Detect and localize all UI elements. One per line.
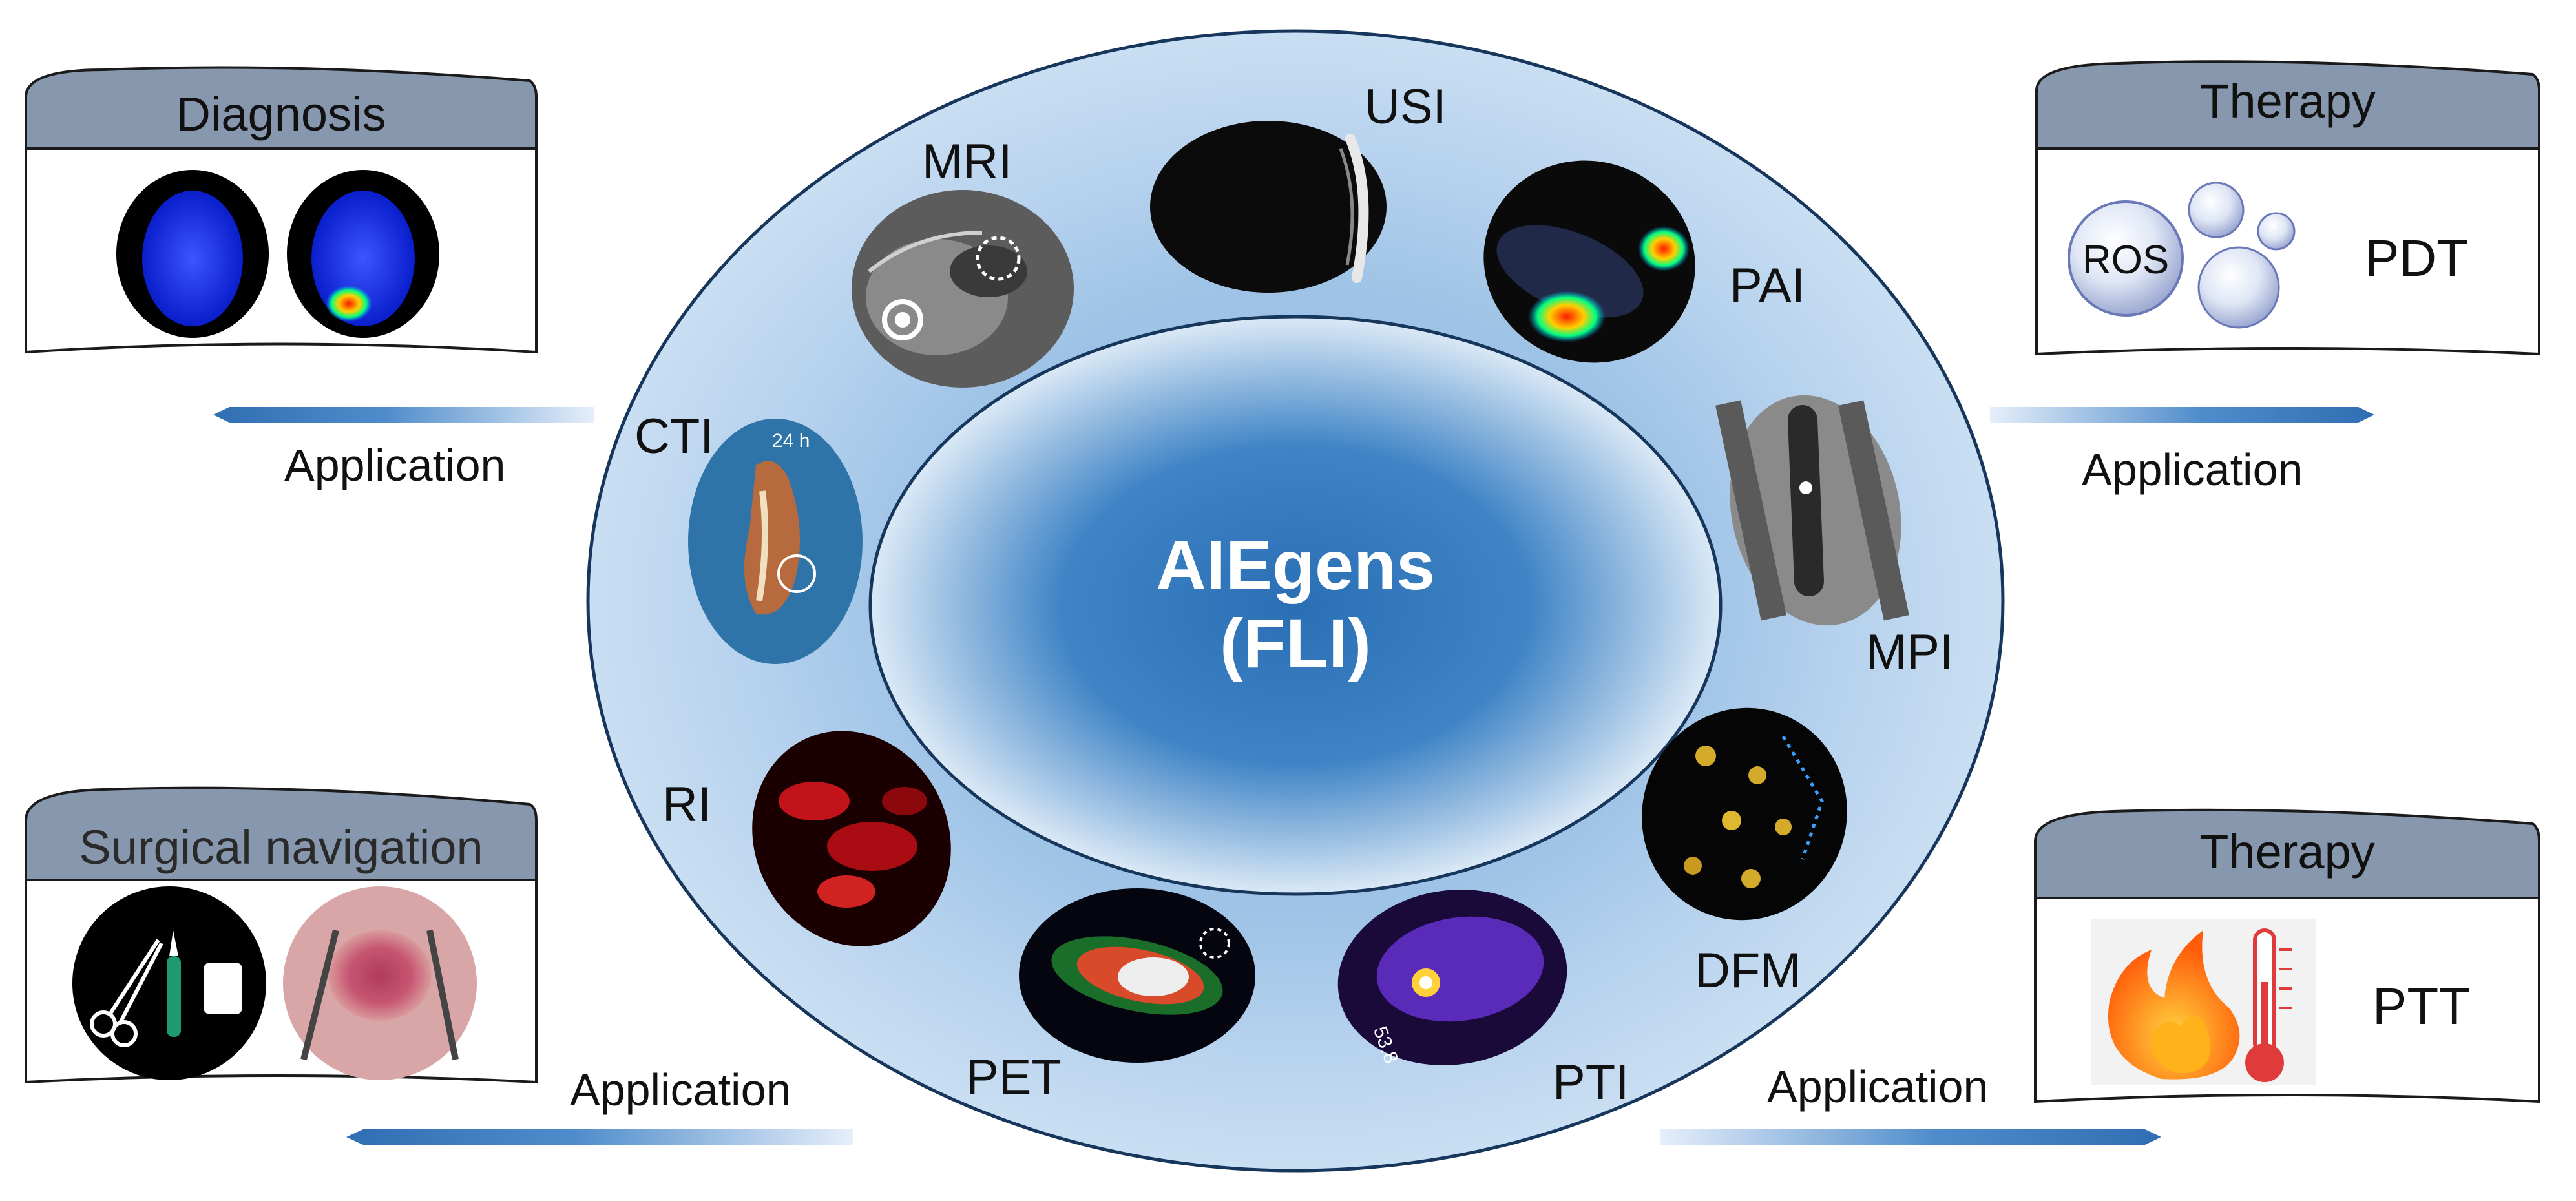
dfm-thumbnail (1642, 707, 1847, 921)
center-title: AIEgens (FLI) (1102, 526, 1489, 683)
label-pti: PTI (1553, 1055, 1629, 1110)
mpi-thumbnail (1715, 395, 1909, 626)
center-title-line1: AIEgens (1155, 526, 1436, 604)
pdt-label: PDT (2365, 229, 2468, 287)
ptt-header: Therapy (2199, 825, 2375, 879)
ptt-label: PTT (2372, 977, 2471, 1035)
ptt-arrow (1660, 1129, 2161, 1145)
ros-bubble (2068, 200, 2184, 317)
label-ri: RI (662, 777, 711, 832)
inner-core (868, 315, 1723, 896)
pdt-arrow-label: Application (2082, 444, 2303, 495)
label-usi: USI (1365, 79, 1447, 134)
diagnosis-panel (25, 66, 538, 354)
pdt-panel (2035, 60, 2540, 356)
pdt-header: Therapy (2200, 74, 2376, 128)
surgical-arrow-label: Application (570, 1065, 791, 1115)
label-pai: PAI (1730, 258, 1805, 313)
diagnosis-arrow-label: Application (284, 440, 506, 490)
pai-thumbnail (1483, 160, 1695, 363)
surgical-arrow (346, 1129, 853, 1145)
pet-thumbnail (1019, 888, 1255, 1063)
label-cti: CTI (634, 409, 714, 464)
pdt-arrow (1990, 407, 2374, 423)
bubble-icon (2257, 212, 2296, 251)
center-title-line2: (FLI) (1220, 603, 1371, 682)
ros-label: ROS (2082, 238, 2170, 282)
label-dfm: DFM (1695, 943, 1801, 998)
thermometer-icon (2245, 928, 2292, 1082)
label-pet: PET (966, 1050, 1062, 1105)
bubble-icon (2188, 182, 2245, 238)
pti-thumbnail (1337, 890, 1567, 1065)
surgical-panel (25, 786, 538, 1084)
label-mpi: MPI (1866, 625, 1954, 680)
surgical-header: Surgical navigation (79, 820, 483, 874)
ptt-arrow-label: Application (1767, 1061, 1989, 1112)
usi-thumbnail (1150, 121, 1387, 293)
mri-thumbnail (852, 190, 1074, 388)
ri-thumbnail (752, 731, 951, 946)
label-mri: MRI (922, 134, 1012, 189)
ptt-panel (2034, 808, 2540, 1103)
cti-thumbnail (688, 419, 863, 664)
diagnosis-arrow (213, 407, 594, 423)
bubble-icon (2197, 246, 2280, 329)
label-cti-time: 24 h (772, 430, 810, 452)
diagnosis-header: Diagnosis (176, 87, 386, 141)
